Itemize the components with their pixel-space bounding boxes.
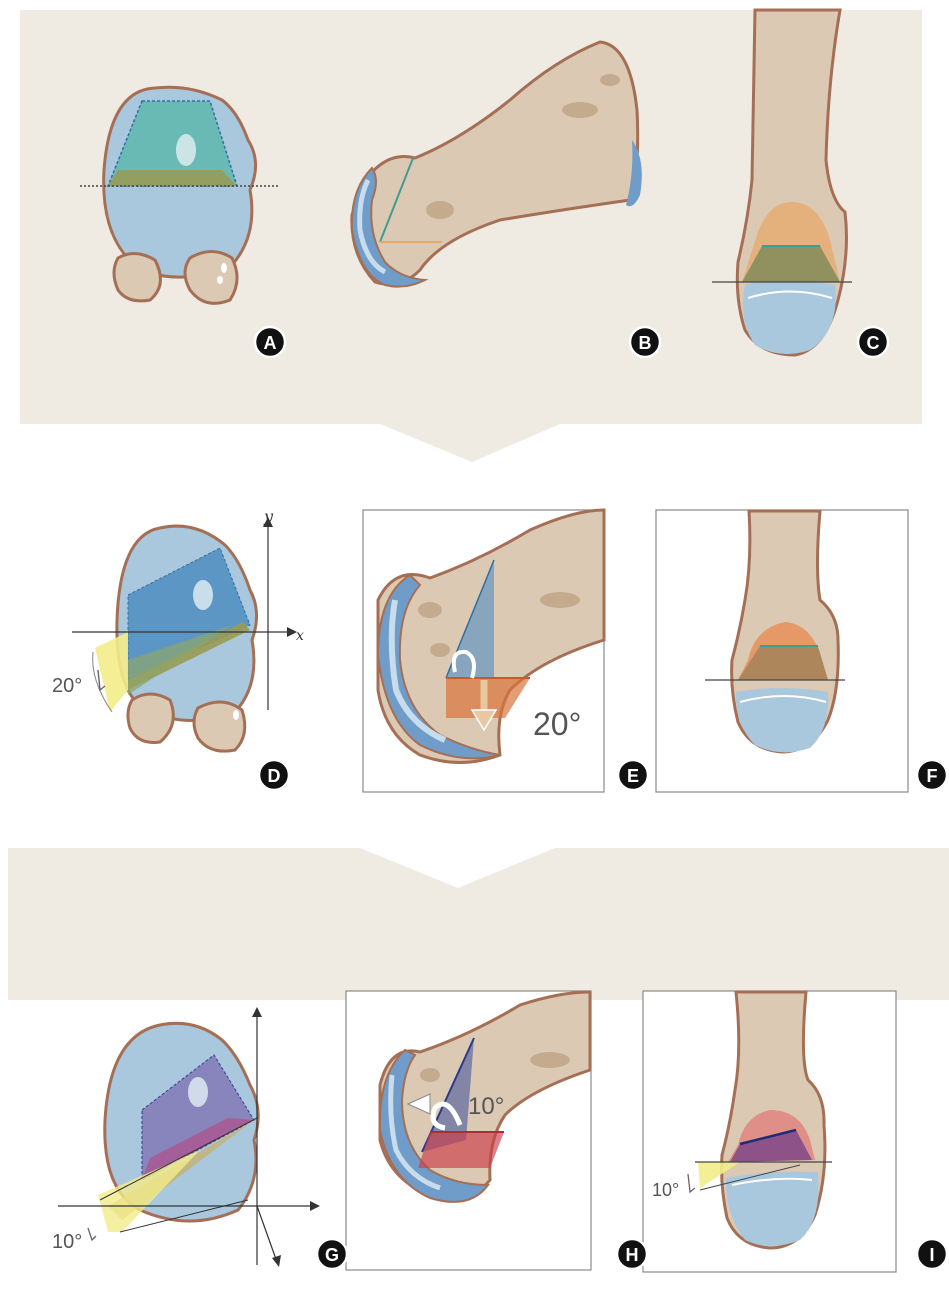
panel-h-red-plane: [418, 1132, 504, 1168]
panel-f-letter: F: [927, 766, 938, 786]
panel-f-label-badge: F: [917, 760, 947, 790]
panel-e-label-badge: E: [618, 760, 648, 790]
panel-e-letter: E: [627, 766, 639, 786]
panel-g-angle-label: 10°: [52, 1231, 82, 1253]
panel-a-label-badge: A: [255, 327, 285, 357]
panel-b-label-badge: B: [630, 327, 660, 357]
panel-h-letter: H: [626, 1245, 639, 1265]
panel-d-bone-cross-section: [72, 517, 297, 751]
panel-c-label-badge: C: [858, 327, 888, 357]
panel-a-olive-plane: [108, 170, 237, 186]
panel-d-label-badge: D: [259, 760, 289, 790]
panel-e-angle-label: 20°: [533, 706, 581, 742]
panel-d-angle-label: 20°: [52, 675, 82, 697]
panel-d-x-label: x: [296, 628, 304, 644]
panel-b-letter: B: [639, 333, 652, 353]
panel-g-letter: G: [325, 1245, 339, 1265]
panel-i-label-badge: I: [917, 1239, 947, 1269]
panel-c-letter: C: [867, 333, 880, 353]
panel-g-label-badge: G: [317, 1239, 347, 1269]
panel-h-angle-label: 10°: [468, 1093, 504, 1120]
panel-i-letter: I: [929, 1245, 934, 1265]
panel-g-bone-cross-section: [58, 1007, 320, 1267]
panel-d-letter: D: [268, 766, 281, 786]
panel-a-letter: A: [264, 333, 277, 353]
panel-i-angle-label: 10°: [652, 1180, 679, 1200]
panel-d-y-label: y: [263, 507, 274, 526]
bottom-panel-background: [8, 848, 949, 1000]
panel-h-label-badge: H: [617, 1239, 647, 1269]
